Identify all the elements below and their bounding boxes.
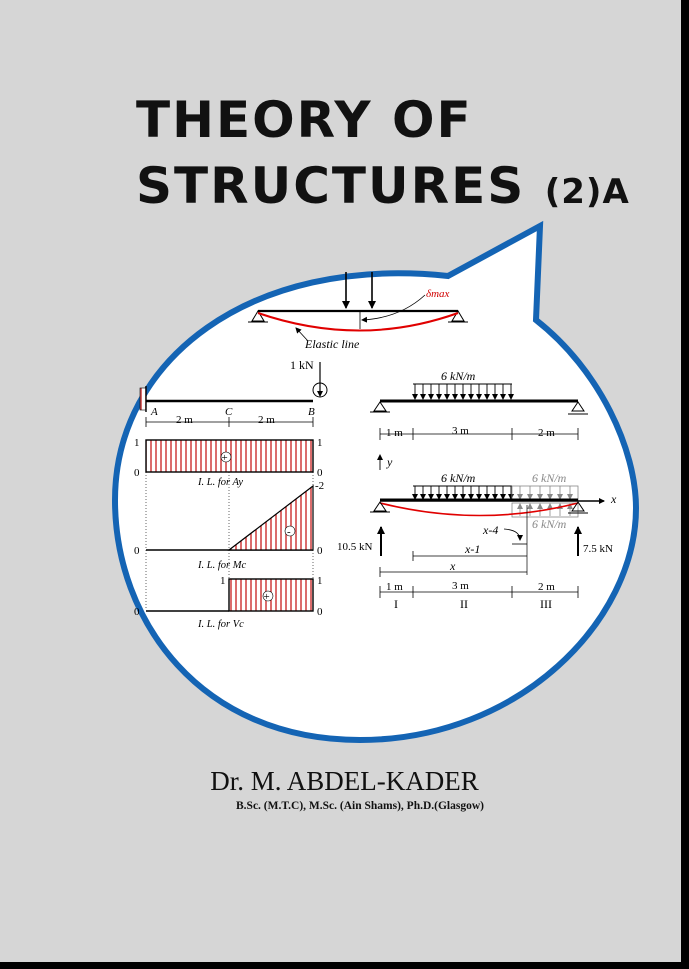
il-mc-sign: - [287,526,291,538]
region-1-label: I [394,597,398,611]
il-ay-zero-left: 0 [134,467,140,479]
il-ay-sign: + [222,452,228,464]
dim-1b-label: 1 m [386,581,403,593]
author-name: Dr. M. ABDEL-KADER [210,766,479,796]
il-vc-zero-right: 0 [317,606,323,618]
il-ay-left-value: 1 [134,437,140,449]
x-minus-4-label: x-4 [482,523,498,537]
elastic-line-label: Elastic line [304,337,360,351]
dim-3b-label: 2 m [538,581,555,593]
point-b-label: B [308,406,315,418]
author-degrees: B.Sc. (M.T.C), M.Sc. (Ain Shams), Ph.D.(… [236,800,484,812]
right-beam-figure: 6 kN/m 1 m 3 m 2 m [337,369,617,611]
span-ac-label: 2 m [176,414,193,426]
il-vc-caption: I. L. for Vc [197,619,244,630]
page-edge-bottom [0,962,689,969]
left-influence-figure: 1 kN A C B 2 m 2 m 1 1 0 0 + I. L. for A… [134,358,328,630]
il-mc-zero-right: 0 [317,545,323,557]
title-line-1: THEORY OF [136,92,473,148]
title-line-2: STRUCTURES (2)A [136,158,630,220]
delta-max-label: δmax [426,288,450,300]
top-beam-figure: δmax Elastic line [248,272,468,351]
il-vc-zero-left: 0 [134,606,140,618]
x-minus-1-label: x-1 [464,542,480,556]
udl-ghost-top-label: 6 kN/m [532,471,567,485]
title-text-1: THEORY OF [136,91,473,149]
reaction-right-label: 7.5 kN [583,543,613,555]
il-ay-caption: I. L. for Ay [197,477,243,488]
dim-2-label: 3 m [452,425,469,437]
region-2-label: II [460,597,468,611]
axis-x-label: x [610,492,617,506]
region-3-label: III [540,597,552,611]
span-cb-label: 2 m [258,414,275,426]
unit-load-label: 1 kN [290,358,314,372]
title-text-2: STRUCTURES [136,157,526,215]
il-mc-peak-value: -2 [315,480,324,492]
point-c-label: C [225,406,233,418]
il-mc-zero-left: 0 [134,545,140,557]
page-edge-right [681,0,689,969]
x-dim-label: x [449,559,456,573]
udl-label: 6 kN/m [441,369,476,383]
dim-2b-label: 3 m [452,580,469,592]
udl-ghost-bottom-label: 6 kN/m [532,517,567,531]
reaction-left-label: 10.5 kN [337,541,373,553]
udl-label-b: 6 kN/m [441,471,476,485]
axis-y-label: y [386,455,393,469]
point-a-label: A [150,406,158,418]
dim-1-label: 1 m [386,427,403,439]
il-ay-right-value: 1 [317,437,323,449]
il-ay-zero-right: 0 [317,467,323,479]
il-vc-left-value: 1 [220,575,226,587]
title-suffix: (2)A [544,172,630,212]
il-mc-caption: I. L. for Mc [197,560,246,571]
il-vc-sign: + [264,591,270,603]
il-vc-right-value: 1 [317,575,323,587]
dim-3-label: 2 m [538,427,555,439]
